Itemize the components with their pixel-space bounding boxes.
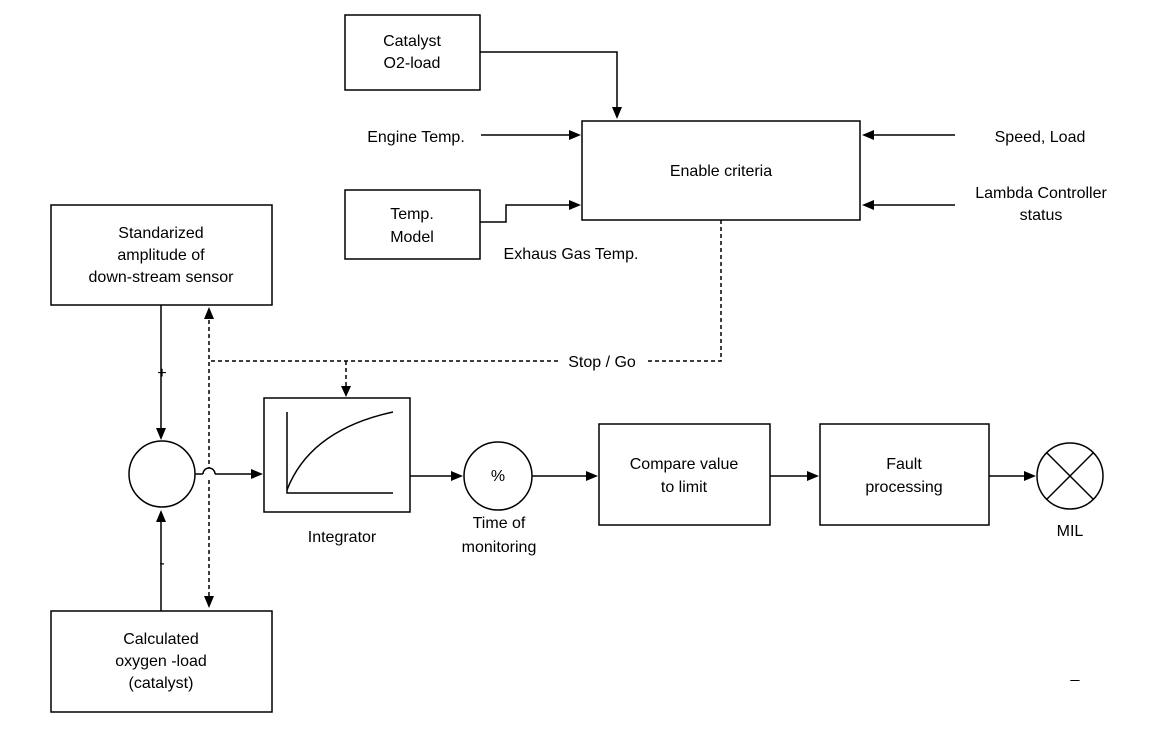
- integrator-caption: Integrator: [308, 529, 377, 546]
- lambda-status-line-2: status: [1020, 207, 1063, 224]
- mil-caption: MIL: [1057, 523, 1084, 540]
- percent-node: %: [463, 441, 533, 511]
- minus-input-arrow: [156, 510, 166, 611]
- percent-to-compare-arrow: [532, 471, 598, 481]
- stop-go-signal-line: [204, 220, 722, 608]
- fault-processing-line-2: processing: [865, 479, 942, 496]
- summing-junction: [128, 440, 196, 508]
- integrator-block: [263, 397, 411, 513]
- temp-model-line-2: Model: [390, 229, 434, 246]
- exhaust-gas-temp-label: Exhaus Gas Temp.: [504, 246, 639, 263]
- enable-criteria-label: Enable criteria: [670, 163, 772, 180]
- catalyst-o2-load-line-2: O2-load: [384, 55, 441, 72]
- speed-load-label: Speed, Load: [995, 129, 1086, 146]
- calculated-oxygen-load-line-1: Calculated: [123, 631, 199, 648]
- plus-input-arrow: [156, 305, 166, 440]
- integrator-curve-icon: [286, 411, 394, 491]
- integrator-to-percent-arrow: [410, 471, 463, 481]
- junction-to-integrator-arrow: [195, 467, 263, 479]
- enable-criteria-block: Enable criteria: [581, 120, 861, 221]
- time-of-monitoring-line-2: monitoring: [462, 539, 537, 556]
- minus-sign: -: [159, 555, 164, 572]
- calculated-oxygen-load-line-3: (catalyst): [129, 675, 194, 692]
- fault-to-mil-arrow: [989, 471, 1036, 481]
- standardized-amplitude-line-1: Standarized: [118, 225, 203, 242]
- catalyst-o2-load-block: Catalyst O2-load: [344, 14, 481, 91]
- integrator-axes-icon: [286, 412, 393, 494]
- compare-to-fault-arrow: [770, 471, 819, 481]
- plus-sign: +: [157, 365, 166, 382]
- calculated-oxygen-load-line-2: oxygen -load: [115, 653, 207, 670]
- compare-value-line-2: to limit: [661, 479, 708, 496]
- fault-processing-line-1: Fault: [886, 456, 922, 473]
- catalyst-o2-load-line-1: Catalyst: [383, 33, 441, 50]
- calculated-oxygen-load-block: Calculated oxygen -load (catalyst): [50, 610, 273, 713]
- standardized-amplitude-line-3: down-stream sensor: [89, 269, 235, 286]
- percent-label: %: [491, 468, 505, 485]
- fault-processing-block: Fault processing: [819, 423, 990, 526]
- o2-load-to-enable-arrow: [480, 51, 622, 119]
- standardized-amplitude-block: Standarized amplitude of down-stream sen…: [50, 204, 273, 306]
- speed-load-arrow: [862, 130, 955, 140]
- compare-value-line-1: Compare value: [630, 456, 739, 473]
- temp-model-line-1: Temp.: [390, 206, 434, 223]
- engine-temp-label: Engine Temp.: [367, 129, 465, 146]
- exhaust-gas-temp-arrow: [480, 200, 581, 223]
- corner-mark: _: [1070, 665, 1081, 682]
- standardized-amplitude-line-2: amplitude of: [117, 247, 205, 264]
- mil-lamp-icon: [1036, 442, 1104, 510]
- stop-go-label: Stop / Go: [568, 354, 636, 371]
- engine-temp-arrow: [481, 130, 581, 140]
- temp-model-block: Temp. Model: [344, 189, 481, 260]
- lambda-status-arrow: [862, 200, 955, 210]
- time-of-monitoring-line-1: Time of: [473, 515, 526, 532]
- lambda-status-line-1: Lambda Controller: [975, 185, 1107, 202]
- compare-value-block: Compare value to limit: [598, 423, 771, 526]
